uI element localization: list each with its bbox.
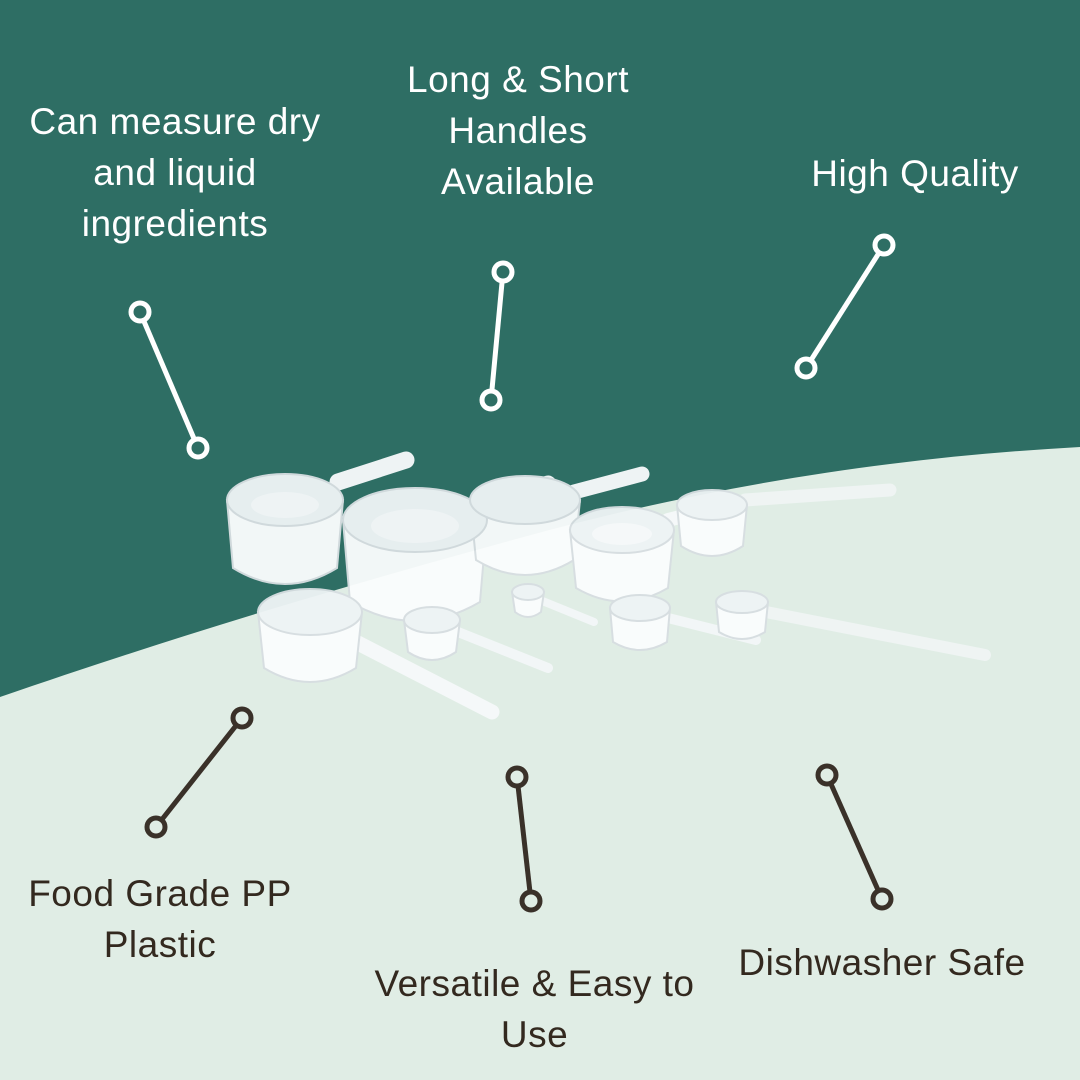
callout-label-top-right: High Quality <box>811 153 1019 194</box>
callout-label-top-center: Long & Short Handles Available <box>407 59 629 203</box>
callout-label-bottom-center: Versatile & Easy to Use <box>374 963 695 1056</box>
callout-label-top-left: Can measure dry and liquid ingredients <box>29 101 321 245</box>
callout-label-bottom-right: Dishwasher Safe <box>738 942 1026 983</box>
callout-label-bottom-left: Food Grade PP Plastic <box>28 873 292 966</box>
